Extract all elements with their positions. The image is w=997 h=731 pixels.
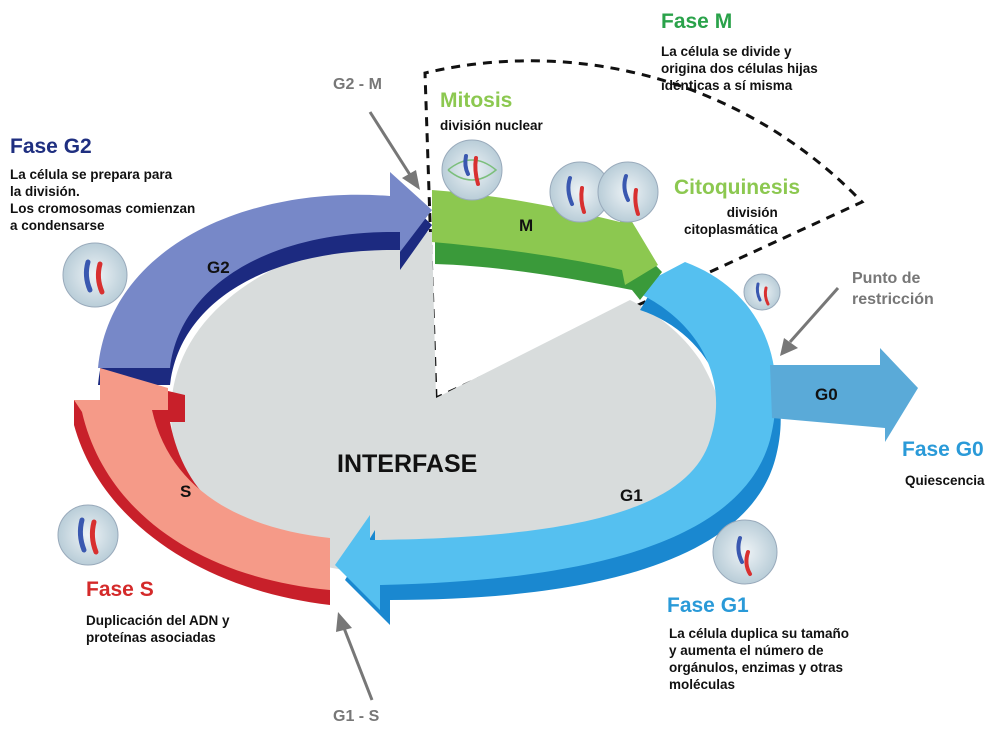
cell-icon-g0 [743, 273, 781, 311]
m-phase-sector-outline [423, 59, 865, 400]
cytokinesis-title: Citoquinesis [674, 176, 801, 199]
cell-icon-cytokinesis [549, 161, 659, 223]
phase-g0-desc: Quiescencia [905, 473, 985, 488]
cell-icon-g1 [712, 519, 778, 585]
cell-icon-g2 [62, 242, 128, 308]
s-segment-label: S [180, 482, 192, 501]
phase-g1-desc: La célula duplica su tamaño y aumenta el… [669, 626, 850, 692]
g1-segment-label: G1 [620, 486, 643, 505]
interphase-label: INTERFASE [337, 450, 478, 478]
cell-icon-mitosis [441, 139, 503, 201]
mitosis-title: Mitosis [440, 89, 513, 112]
g1s-checkpoint-arrow [336, 612, 374, 701]
restriction-checkpoint-label: Punto de restricción [852, 270, 934, 308]
m-arrow [432, 190, 658, 285]
phase-m-title: Fase M [661, 10, 733, 33]
g0-arrow [770, 348, 918, 442]
phase-g0-title: Fase G0 [902, 438, 984, 461]
g2m-checkpoint-label: G2 - M [333, 76, 382, 93]
phase-g2-desc: La célula se prepara para la división. L… [10, 167, 196, 233]
cell-icon-s [57, 504, 119, 566]
phase-m-desc: La célula se divide y origina dos célula… [661, 44, 818, 93]
s-arrow [74, 368, 330, 590]
m-segment-label: M [519, 216, 534, 235]
g0-segment-label: G0 [815, 385, 838, 404]
m-phase-sector [425, 60, 862, 399]
interphase-disk [170, 232, 726, 577]
phase-s-desc: Duplicación del ADN y proteínas asociada… [86, 613, 230, 645]
g2-arrow [98, 172, 432, 368]
g1-arrow-shadow [345, 285, 781, 625]
g2-segment-label: G2 [207, 258, 230, 277]
phase-g2-title: Fase G2 [10, 135, 92, 158]
g1-arrow [335, 262, 777, 610]
phase-g1-title: Fase G1 [667, 594, 749, 617]
g2-arrow-shadow [98, 185, 432, 385]
cytokinesis-desc: división citoplasmática [684, 205, 778, 237]
restriction-checkpoint-arrow [780, 287, 840, 356]
g1s-checkpoint-label: G1 - S [333, 708, 380, 725]
phase-s-title: Fase S [86, 578, 154, 601]
g2m-checkpoint-arrow [368, 111, 420, 190]
mitosis-desc: división nuclear [440, 118, 543, 133]
